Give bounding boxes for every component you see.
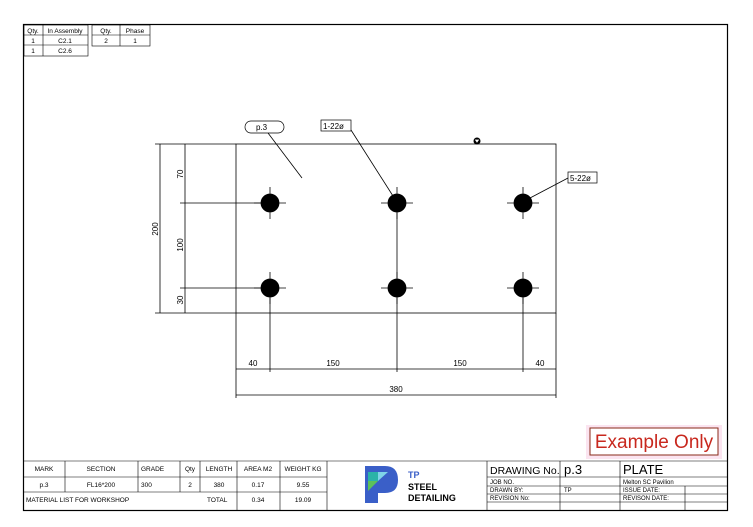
drawing-no: p.3 <box>564 462 582 477</box>
part-label-bubble <box>244 120 285 134</box>
logo-text-detailing: DETAILING <box>408 493 456 503</box>
logo-text-tp: TP <box>408 470 420 480</box>
material-list-table <box>24 460 727 510</box>
revision-no-label: REVISION No: <box>490 496 530 502</box>
hole-label-box <box>320 119 352 132</box>
header-area: AREA M2 <box>244 466 273 473</box>
phase-qty-header: Qty. <box>100 28 112 35</box>
header-qty: Qty <box>185 466 196 473</box>
dim-top: 70 <box>176 169 185 178</box>
dim-overall-height: 200 <box>151 222 160 236</box>
dim-middle: 100 <box>176 238 185 252</box>
issue-date-label: ISSUE DATE: <box>623 488 660 494</box>
cell-grade: 300 <box>141 482 152 489</box>
phase-header: Phase <box>126 28 145 35</box>
cell-section: FL16*200 <box>87 482 116 489</box>
job-no-label: JOB NO. <box>490 480 514 486</box>
dim-left: 40 <box>249 359 258 368</box>
total-area: 0.34 <box>252 497 265 504</box>
assembly-name: C2.6 <box>58 48 72 55</box>
phase-value: 1 <box>133 38 137 45</box>
tp-steel-detailing-logo: TP STEEL DETAILING <box>365 466 456 503</box>
bolt-hole <box>254 187 286 219</box>
bolt-holes <box>254 187 539 304</box>
header-length: LENGTH <box>206 466 233 473</box>
logo-text-steel: STEEL <box>408 482 438 492</box>
dim-mid1: 150 <box>326 359 340 368</box>
material-list-label: MATERIAL LIST FOR WORKSHOP <box>26 497 129 504</box>
phase-table <box>91 24 151 47</box>
bolt-hole <box>507 272 539 304</box>
watermark-box <box>589 427 719 456</box>
revision-date-label: REVISON DATE: <box>623 496 669 502</box>
drawing-title: PLATE <box>623 462 664 477</box>
cell-length: 380 <box>214 482 225 489</box>
dim-overall-width: 380 <box>389 385 403 394</box>
watermark-text: Example Only <box>595 432 714 453</box>
project-name: Melton SC Pavilion <box>623 480 674 486</box>
assembly-qty-header: Qty. <box>27 28 39 35</box>
total-weight: 19.09 <box>295 497 312 504</box>
title-block <box>486 461 727 510</box>
total-label: TOTAL <box>207 497 228 504</box>
bolt-hole <box>507 187 539 219</box>
hole-label-box <box>567 171 598 184</box>
dim-bottom: 30 <box>176 295 185 304</box>
cell-area: 0.17 <box>252 482 265 489</box>
cell-mark: p.3 <box>39 482 48 489</box>
dim-right: 40 <box>536 359 545 368</box>
hole-label: 5-22ø <box>570 174 591 183</box>
phase-qty: 2 <box>104 38 108 45</box>
header-mark: MARK <box>35 466 54 473</box>
orientation-mark-icon <box>473 137 481 145</box>
hole-label: 1-22ø <box>323 122 344 131</box>
assembly-table <box>23 24 89 57</box>
drawn-by-label: DRAWN BY: <box>490 488 524 494</box>
bolt-hole <box>254 272 286 304</box>
dim-mid2: 150 <box>453 359 467 368</box>
drawn-by: TP <box>564 488 572 494</box>
bolt-hole <box>381 187 413 219</box>
in-assembly-header: In Assembly <box>47 28 83 35</box>
cell-qty: 2 <box>188 482 192 489</box>
cell-weight: 9.55 <box>297 482 310 489</box>
sheet-border <box>22 23 729 512</box>
header-weight: WEIGHT KG <box>284 466 321 473</box>
plate-outline <box>155 129 569 398</box>
header-grade: GRADE <box>141 466 165 473</box>
drawing-no-label: DRAWING No. <box>490 465 560 477</box>
assembly-qty: 1 <box>31 48 35 55</box>
bolt-hole <box>381 272 413 304</box>
header-section: SECTION <box>87 466 116 473</box>
assembly-qty: 1 <box>31 38 35 45</box>
assembly-name: C2.1 <box>58 38 72 45</box>
part-label: p.3 <box>256 123 268 132</box>
